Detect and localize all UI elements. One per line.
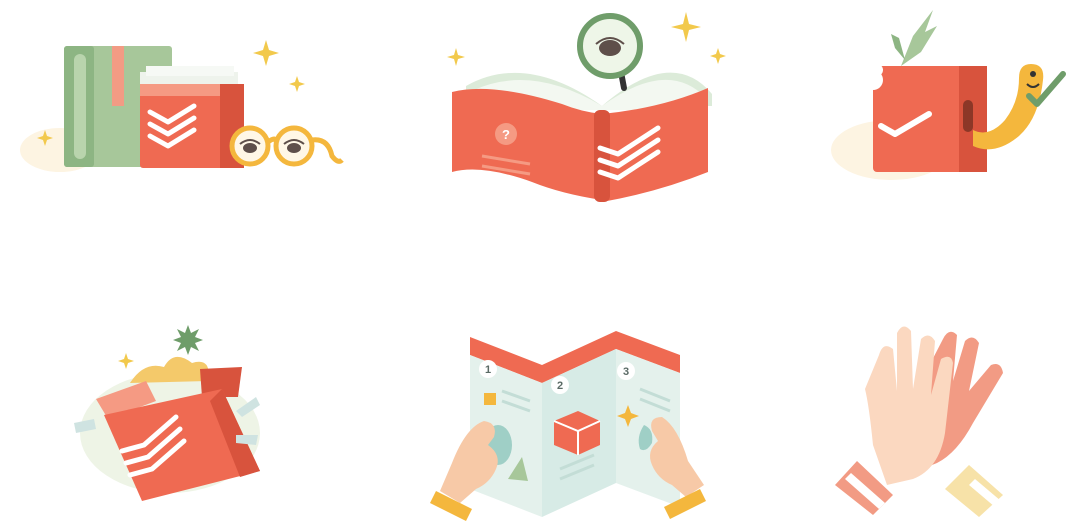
map-step-1: 1 [485, 364, 491, 376]
map-step-2: 2 [557, 380, 563, 392]
high-five-illustration [711, 265, 1067, 530]
apple-worm-illustration [711, 0, 1067, 265]
books-glasses-icon [20, 40, 344, 172]
gift-box-illustration [0, 265, 356, 530]
map-step-3: 3 [623, 366, 629, 378]
cover-question-mark: ? [502, 127, 510, 142]
apple-worm-icon [831, 10, 1066, 180]
gift-box-icon [74, 325, 260, 501]
high-five-icon [835, 326, 1003, 517]
map-guide-icon: 1 2 3 [430, 331, 706, 521]
open-book-illustration: ? [356, 0, 726, 265]
open-book-magnifier-icon: ? [447, 12, 726, 202]
books-glasses-illustration [0, 0, 356, 265]
map-guide-illustration: 1 2 3 [356, 265, 712, 530]
